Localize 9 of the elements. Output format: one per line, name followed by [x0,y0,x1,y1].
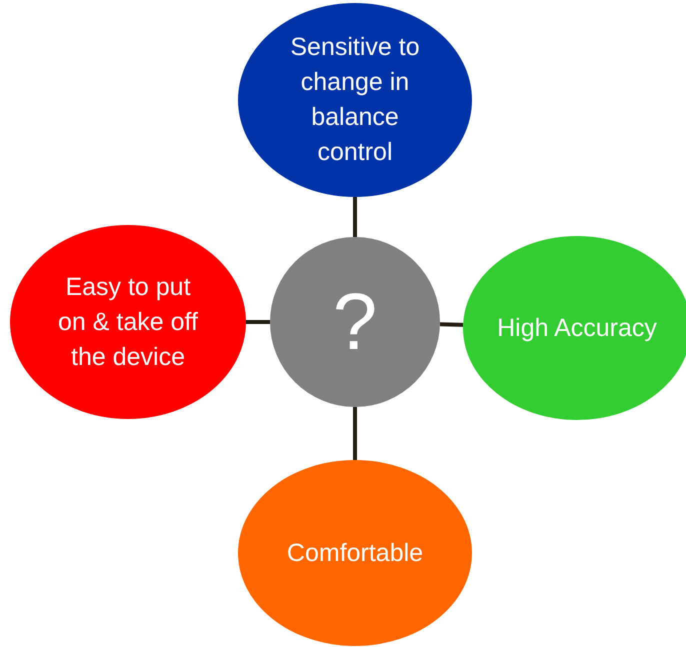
connector-line [353,407,357,460]
node-label: ? [332,282,378,362]
node-label: High Accuracy [497,312,657,344]
connector-line [246,320,270,324]
node-label: Easy to put on & take off the device [57,272,199,372]
connector-line [440,322,464,327]
node-label: Comfortable [286,538,424,568]
node-label: Sensitive to change in balance control [289,32,421,168]
connector-line [353,197,357,237]
